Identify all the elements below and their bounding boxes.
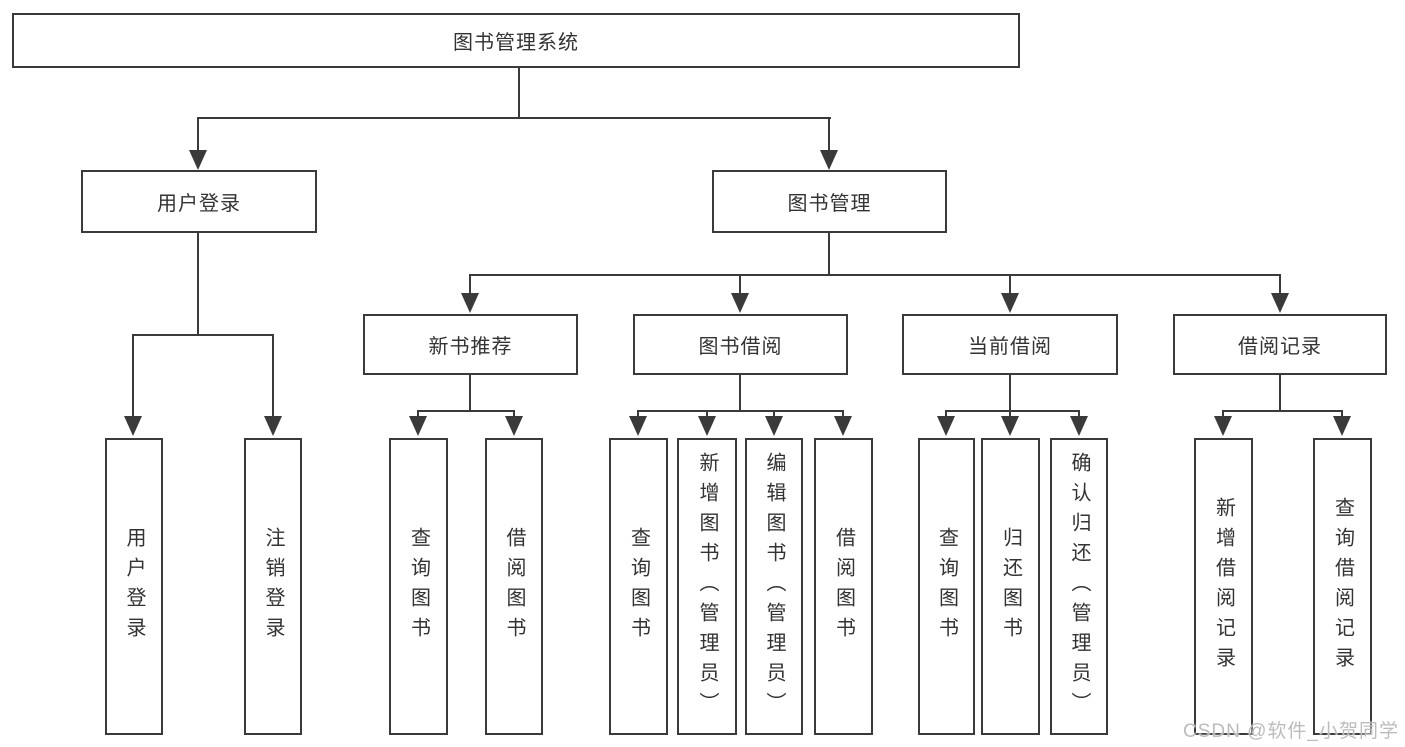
leaf-borrowing-query-book: 查询图书	[609, 438, 668, 735]
arrow-down-icon	[505, 416, 523, 436]
connector-line	[272, 334, 274, 418]
leaf-recommend-query-book-label: 查询图书	[407, 526, 430, 647]
arrow-down-icon	[765, 416, 783, 436]
connector-line	[1341, 410, 1343, 420]
leaf-borrowing-borrow-book: 借阅图书	[814, 438, 873, 735]
leaf-edit-book-admin: 编辑图书（管理员）	[745, 438, 803, 735]
connector-line	[945, 410, 947, 420]
csdn-watermark: CSDN @软件_小贺同学	[1183, 721, 1399, 742]
node-new-book-recommend: 新书推荐	[363, 314, 578, 375]
connector-line	[842, 410, 844, 420]
leaf-confirm-return-admin-label: 确认归还（管理员）	[1068, 451, 1090, 722]
node-user-login: 用户登录	[81, 170, 317, 233]
node-library-system-label: 图书管理系统	[453, 32, 579, 54]
connector-line	[417, 410, 515, 412]
leaf-add-book-admin: 新增图书（管理员）	[677, 438, 737, 735]
leaf-query-borrow-record: 查询借阅记录	[1313, 438, 1372, 735]
node-book-borrowing: 图书借阅	[633, 314, 848, 375]
connector-line	[518, 68, 520, 119]
arrow-down-icon	[1214, 416, 1232, 436]
node-current-borrowing: 当前借阅	[902, 314, 1118, 375]
leaf-edit-book-admin-label: 编辑图书（管理员）	[763, 451, 785, 722]
arrow-down-icon	[124, 416, 142, 436]
connector-line	[1279, 375, 1281, 412]
arrow-down-icon	[731, 293, 749, 313]
connector-line	[469, 274, 1281, 276]
leaf-query-borrow-record-label: 查询借阅记录	[1331, 496, 1354, 677]
leaf-borrowing-query-book-label: 查询图书	[627, 526, 650, 647]
connector-line	[1222, 410, 1224, 420]
leaf-confirm-return-admin: 确认归还（管理员）	[1050, 438, 1108, 735]
arrow-down-icon	[409, 416, 427, 436]
arrow-down-icon	[1001, 416, 1019, 436]
connector-line	[197, 117, 831, 119]
connector-line	[132, 334, 134, 418]
connector-line	[1222, 410, 1343, 412]
leaf-recommend-borrow-book-label: 借阅图书	[503, 526, 525, 647]
arrow-down-icon	[1333, 416, 1351, 436]
leaf-user-login: 用户登录	[105, 438, 163, 735]
connector-line	[513, 410, 515, 420]
arrow-down-icon	[1271, 293, 1289, 313]
connector-line	[197, 233, 199, 336]
connector-line	[828, 233, 830, 276]
arrow-down-icon	[461, 293, 479, 313]
connector-line	[637, 410, 639, 420]
node-book-management-label: 图书管理	[787, 193, 872, 215]
connector-line	[469, 375, 471, 412]
leaf-current-query-book: 查询图书	[918, 438, 975, 735]
connector-line	[706, 410, 708, 420]
leaf-logout-label: 注销登录	[262, 526, 284, 647]
node-borrowing-records: 借阅记录	[1173, 314, 1387, 375]
connector-line	[1279, 274, 1281, 296]
arrow-down-icon	[629, 416, 647, 436]
connector-line	[1009, 375, 1011, 412]
leaf-add-borrow-record: 新增借阅记录	[1194, 438, 1253, 735]
connector-line	[773, 410, 775, 420]
node-library-system: 图书管理系统	[12, 13, 1020, 68]
node-new-book-recommend-label: 新书推荐	[428, 336, 513, 358]
leaf-add-book-admin-label: 新增图书（管理员）	[696, 451, 718, 722]
connector-line	[1009, 410, 1011, 420]
connector-line	[1078, 410, 1080, 420]
connector-line	[828, 117, 830, 153]
leaf-recommend-query-book: 查询图书	[389, 438, 448, 735]
arrow-down-icon	[820, 150, 838, 170]
leaf-borrowing-borrow-book-label: 借阅图书	[832, 526, 855, 647]
connector-line	[739, 375, 741, 412]
arrow-down-icon	[264, 416, 282, 436]
leaf-add-borrow-record-label: 新增借阅记录	[1212, 496, 1235, 677]
leaf-return-book-label: 归还图书	[999, 526, 1022, 647]
node-current-borrowing-label: 当前借阅	[968, 336, 1052, 358]
node-book-management: 图书管理	[712, 170, 947, 233]
leaf-current-query-book-label: 查询图书	[935, 526, 958, 647]
connector-line	[945, 410, 1080, 412]
leaf-return-book: 归还图书	[981, 438, 1040, 735]
connector-line	[417, 410, 419, 420]
leaf-user-login-label: 用户登录	[123, 526, 145, 647]
connector-line	[739, 274, 741, 296]
node-user-login-label: 用户登录	[157, 193, 241, 215]
leaf-logout: 注销登录	[244, 438, 302, 735]
leaf-recommend-borrow-book: 借阅图书	[485, 438, 543, 735]
arrow-down-icon	[1001, 293, 1019, 313]
connector-line	[637, 410, 844, 412]
connector-line	[197, 117, 199, 153]
connector-line	[132, 334, 274, 336]
node-book-borrowing-label: 图书借阅	[698, 336, 783, 358]
arrow-down-icon	[937, 416, 955, 436]
arrow-down-icon	[1070, 416, 1088, 436]
arrow-down-icon	[834, 416, 852, 436]
connector-line	[1009, 274, 1011, 296]
connector-line	[469, 274, 471, 296]
node-borrowing-records-label: 借阅记录	[1238, 336, 1322, 358]
arrow-down-icon	[189, 150, 207, 170]
arrow-down-icon	[698, 416, 716, 436]
